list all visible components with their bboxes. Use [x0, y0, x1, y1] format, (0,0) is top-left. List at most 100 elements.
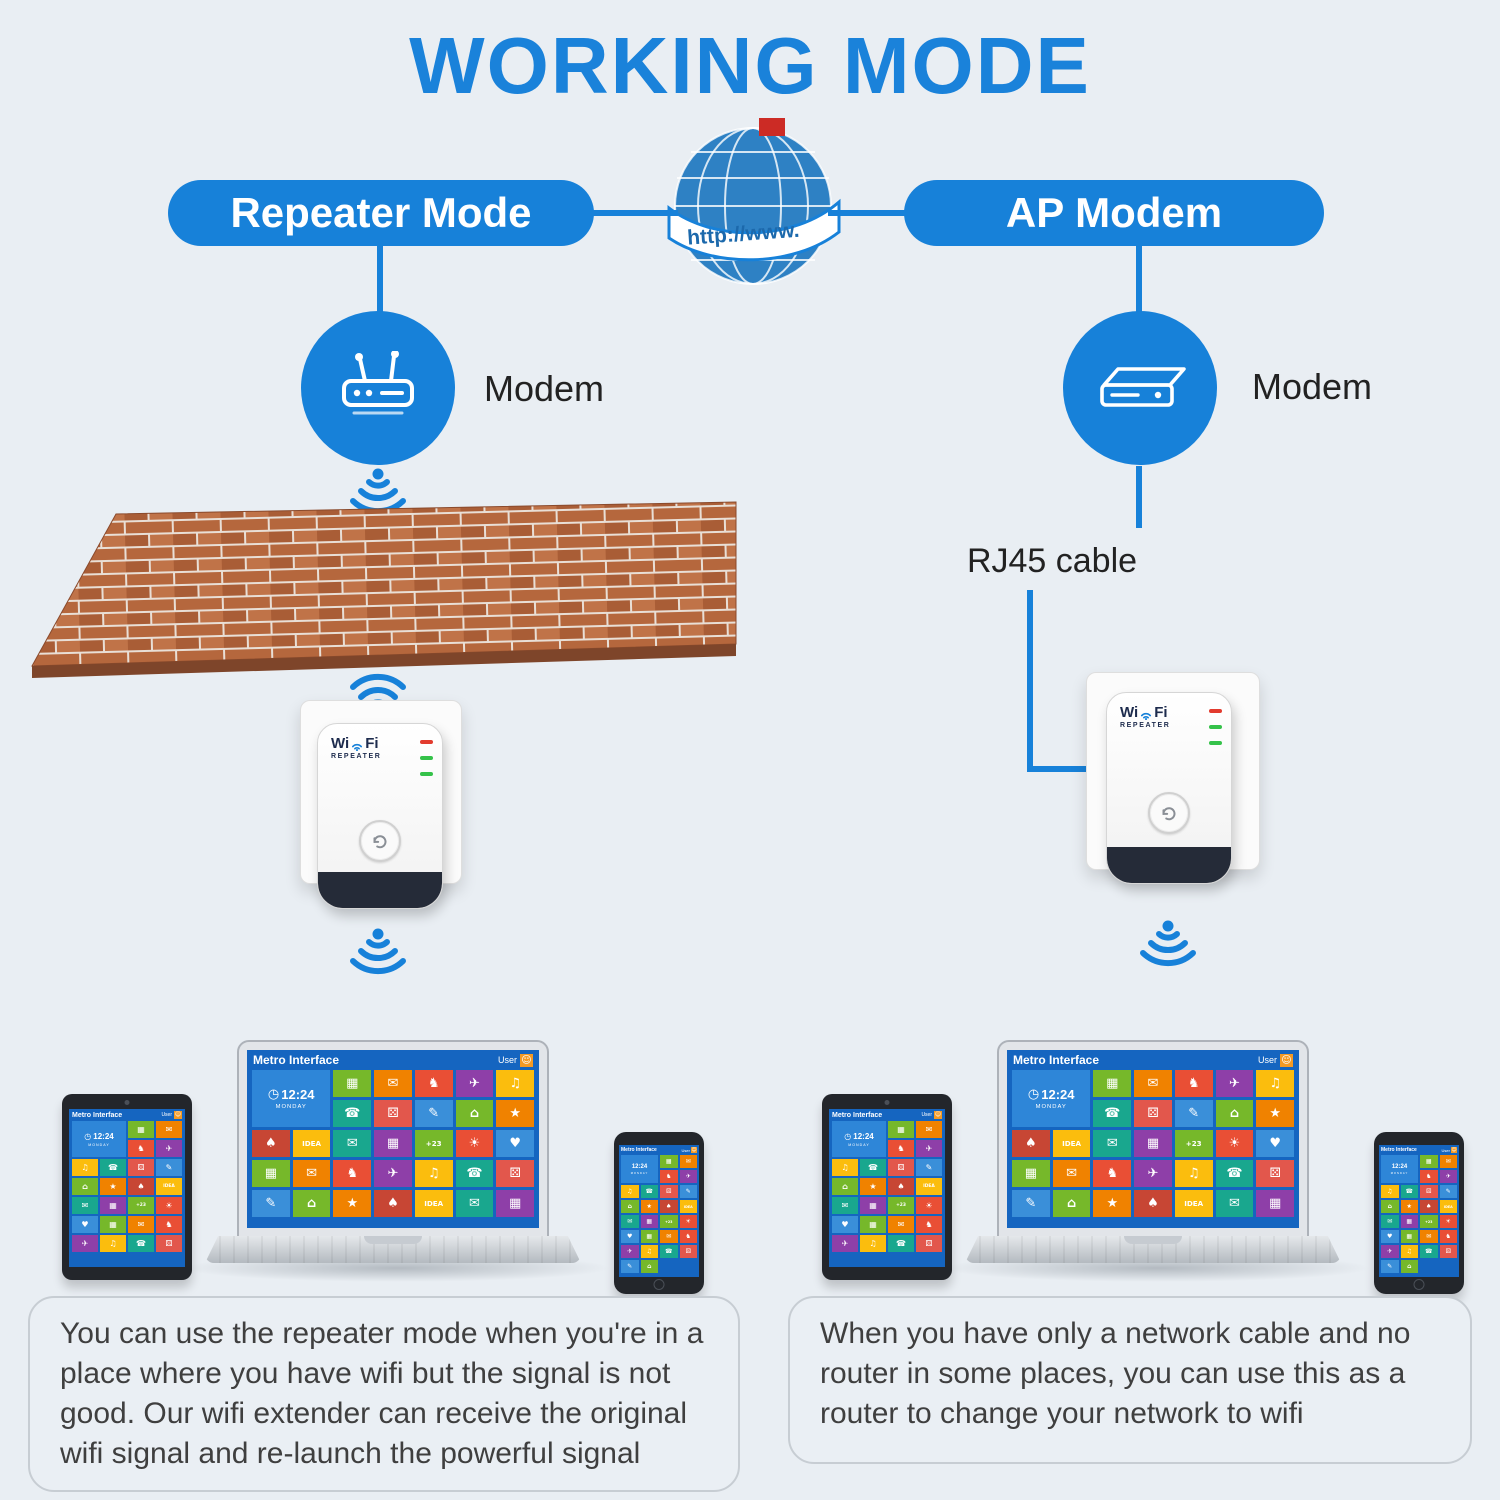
- clock-time: 12:24: [631, 1163, 648, 1170]
- app-tile: ✎: [1381, 1260, 1399, 1273]
- app-tile: +23: [1420, 1215, 1438, 1228]
- repeater-mode-label: Repeater Mode: [230, 189, 532, 236]
- clock-time: 12:24: [1391, 1163, 1408, 1170]
- app-tile: ♞: [1174, 1070, 1213, 1097]
- app-tile: ▦: [1400, 1215, 1418, 1228]
- camera-dot: [124, 1100, 130, 1105]
- home-button: [653, 1279, 665, 1290]
- app-tile: ▦: [888, 1121, 914, 1138]
- tablet: Metro Interface User ☺ ◷12:24 MONDAY ▦✉♞…: [822, 1094, 952, 1280]
- app-tile: ⌂: [292, 1190, 331, 1217]
- app-tile: ✈: [156, 1140, 182, 1157]
- repeater-bottom-cover: [1107, 847, 1231, 883]
- app-tile: ★: [1093, 1190, 1132, 1217]
- globe-icon: http://www.: [667, 118, 841, 285]
- modem-node-left: [301, 311, 455, 465]
- repeater-logo: Wi Fi: [331, 736, 442, 751]
- app-tile: ♥: [1256, 1130, 1294, 1157]
- clock-tile: 12:24 MONDAY: [1381, 1155, 1418, 1183]
- app-tile: ▦: [374, 1130, 412, 1157]
- app-tile: ✎: [156, 1159, 182, 1176]
- app-tile: ✉: [1439, 1155, 1457, 1168]
- clock-tile: ◷12:24 MONDAY: [72, 1121, 126, 1157]
- app-tile: IDEA: [1439, 1200, 1457, 1213]
- clock-day: MONDAY: [1035, 1104, 1067, 1110]
- connector-pill-globe-right: [828, 210, 906, 216]
- modem-node-right: [1063, 311, 1217, 465]
- app-tile: ✈: [916, 1140, 942, 1157]
- repeater-mode-pill: Repeater Mode: [168, 180, 594, 246]
- screen-user-label: User: [161, 1112, 172, 1118]
- app-tile: ✎: [252, 1190, 290, 1217]
- app-tile: ✉: [679, 1155, 697, 1168]
- connector-pill-modem-left: [377, 246, 383, 312]
- clock-tile: 12:24 MONDAY: [621, 1155, 658, 1183]
- connector-pill-globe-left: [592, 210, 678, 216]
- app-tile: ☎: [660, 1245, 678, 1258]
- laptop-base: [205, 1236, 581, 1263]
- app-tile: ♞: [1439, 1230, 1457, 1243]
- repeater-logo-sub: REPEATER: [331, 753, 382, 760]
- app-tile: ☎: [1093, 1100, 1132, 1127]
- app-tile: ⚄: [156, 1235, 182, 1252]
- wps-swirl-icon: [1162, 807, 1176, 820]
- rj45-cable-line: [1136, 466, 1142, 528]
- wps-button: [1148, 791, 1190, 834]
- app-tile: IDEA: [679, 1200, 697, 1213]
- laptop-screen: Metro Interface User ☺ ◷12:24 MONDAY ▦✉♞…: [247, 1050, 539, 1228]
- app-tile: ☎: [333, 1100, 372, 1127]
- app-tile: ★: [333, 1190, 372, 1217]
- screen-user-label: User: [1441, 1147, 1450, 1153]
- app-tile: ⚄: [1439, 1245, 1457, 1258]
- app-tile: ▦: [252, 1160, 290, 1187]
- app-tile: ★: [860, 1178, 886, 1195]
- app-tile: ⚄: [660, 1185, 678, 1198]
- app-tile: ✉: [1215, 1190, 1254, 1217]
- app-tile-grid: ◷12:24 MONDAY ▦✉♞✈♫☎⚄✎⌂★♠IDEA✉▦+23☀♥▦✉♞✈…: [829, 1121, 945, 1267]
- app-tile: ⌂: [72, 1178, 98, 1195]
- app-tile: ★: [640, 1200, 658, 1213]
- app-tile: ♞: [679, 1230, 697, 1243]
- app-tile: ⌂: [1215, 1100, 1254, 1127]
- screen-title: Metro Interface: [1381, 1147, 1417, 1153]
- app-tile: +23: [888, 1197, 914, 1214]
- wps-swirl-icon: [373, 834, 387, 848]
- clock-tile: ◷12:24 MONDAY: [832, 1121, 886, 1157]
- app-tile: ☎: [860, 1159, 886, 1176]
- app-tile: ▦: [1093, 1070, 1132, 1097]
- app-tile: ⌂: [1400, 1260, 1418, 1273]
- wifi-repeater-device: Wi Fi REPEATER: [1106, 692, 1232, 884]
- app-tile: ▦: [860, 1197, 886, 1214]
- clock-day: MONDAY: [1390, 1171, 1409, 1175]
- app-tile: ✉: [1052, 1160, 1091, 1187]
- app-tile: ✈: [1134, 1160, 1172, 1187]
- app-tile: ☎: [455, 1160, 494, 1187]
- clock-day: MONDAY: [630, 1171, 649, 1175]
- app-tile: ♫: [860, 1235, 886, 1252]
- clock-day: MONDAY: [88, 1142, 110, 1147]
- app-tile: ♞: [916, 1216, 942, 1233]
- app-tile: ▦: [1420, 1155, 1438, 1168]
- app-tile: ♫: [621, 1185, 639, 1198]
- connector-pill-modem-right: [1136, 246, 1142, 312]
- screen-title: Metro Interface: [621, 1147, 657, 1153]
- app-tile: ⚄: [888, 1159, 914, 1176]
- app-tile: ♠: [1420, 1200, 1438, 1213]
- app-tile: ♫: [640, 1245, 658, 1258]
- app-tile: ★: [1400, 1200, 1418, 1213]
- laptop: Metro Interface User ☺ ◷12:24 MONDAY ▦✉♞…: [997, 1040, 1309, 1238]
- phone-screen: Metro Interface User ☺ 12:24 MONDAY ▦✉♞✈…: [619, 1145, 699, 1277]
- app-tile: IDEA: [1052, 1130, 1091, 1157]
- app-tile: ⚄: [1134, 1100, 1172, 1127]
- screen-title: Metro Interface: [253, 1053, 340, 1067]
- app-tile: ♠: [660, 1200, 678, 1213]
- clock-day: MONDAY: [848, 1142, 870, 1147]
- app-tile: ☎: [1215, 1160, 1254, 1187]
- app-tile-grid: ◷12:24 MONDAY ▦✉♞✈♫☎⚄✎⌂★♠IDEA✉▦+23☀♥▦✉♞✈…: [69, 1121, 185, 1267]
- laptop-base: [965, 1236, 1341, 1263]
- clock-icon: ◷: [844, 1131, 852, 1141]
- app-tile: ▦: [1400, 1230, 1418, 1243]
- app-tile: ▦: [128, 1121, 154, 1138]
- app-tile: ☎: [100, 1159, 126, 1176]
